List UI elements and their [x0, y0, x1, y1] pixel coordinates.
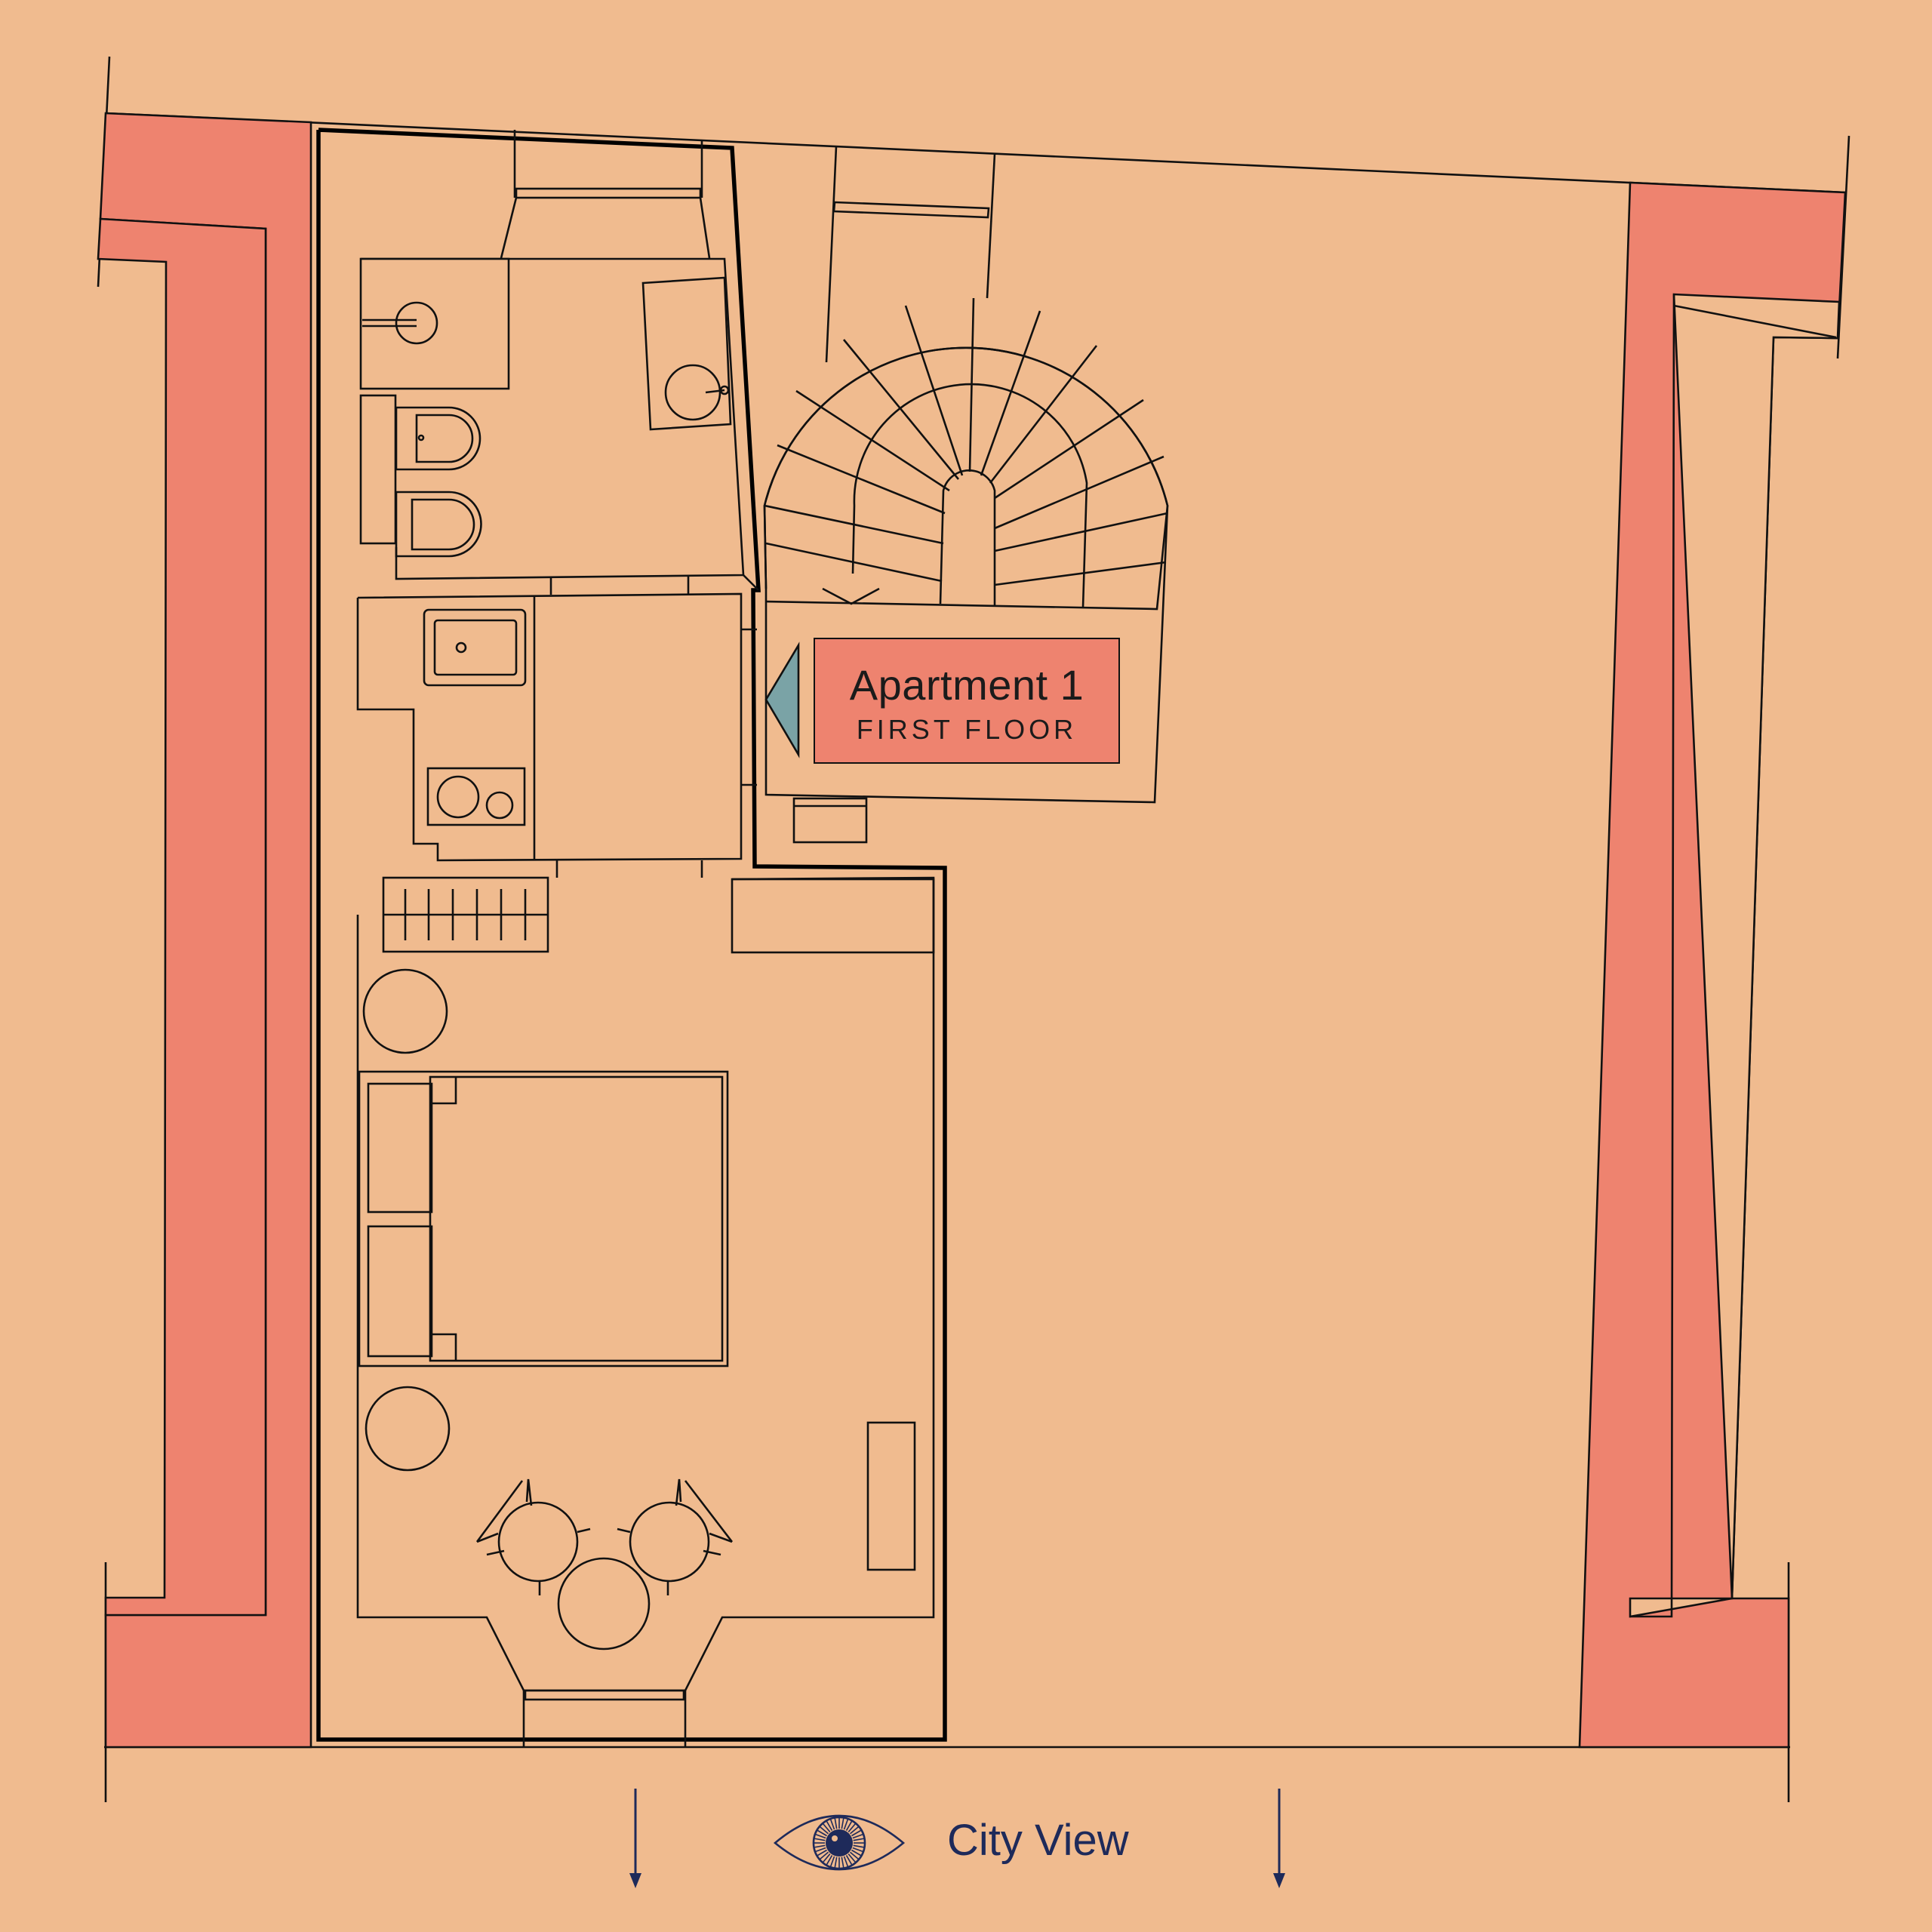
- iris-ray: [845, 1855, 853, 1865]
- nightstand-bottom: [365, 1386, 451, 1472]
- iris-ray: [814, 1844, 826, 1848]
- toilet: [395, 491, 482, 558]
- iris-ray: [841, 1857, 844, 1868]
- iris-ray: [826, 1855, 833, 1865]
- view-arrow-left: [629, 1789, 641, 1888]
- washbasin: [395, 301, 438, 345]
- iris-ray: [826, 1821, 833, 1831]
- iris-ray: [841, 1818, 844, 1829]
- iris-ray: [848, 1854, 856, 1863]
- stair-direction-arrow: [822, 587, 880, 605]
- iris-ray: [843, 1819, 849, 1830]
- iris-ray: [851, 1829, 861, 1837]
- iris-ray: [829, 1819, 835, 1830]
- spiral-staircase: [763, 297, 1169, 844]
- right-wall-notch: [1629, 293, 1841, 1618]
- bidet: [395, 406, 481, 471]
- pillow-bottom: [367, 1225, 433, 1358]
- city-view-label: City View: [947, 1816, 1129, 1865]
- iris-ray: [834, 1818, 838, 1829]
- iris-ray: [853, 1844, 864, 1848]
- pillow-top: [367, 1082, 433, 1214]
- toilet-tank: [359, 394, 397, 545]
- left-wall-inner: [97, 217, 267, 1617]
- bedroom: [356, 876, 935, 1692]
- apartment-title: Apartment 1: [849, 661, 1084, 709]
- chair-left: [475, 1478, 591, 1595]
- iris-ray: [852, 1847, 863, 1853]
- iris-ray: [817, 1829, 827, 1837]
- iris-ray: [834, 1857, 838, 1868]
- iris-ray: [852, 1833, 863, 1839]
- apartment-label: Apartment 1 FIRST FLOOR: [814, 638, 1120, 764]
- tv-console: [866, 1421, 916, 1571]
- iris-ray: [853, 1838, 864, 1841]
- view-arrow-right: [1273, 1789, 1285, 1888]
- iris-ray: [814, 1838, 826, 1841]
- apartment-boundary: [316, 128, 947, 1742]
- entrance-marker: [764, 641, 800, 758]
- kitchen: [356, 592, 757, 878]
- bathroom: [359, 257, 759, 595]
- view-indicators: [629, 1789, 1285, 1888]
- nightstand-top: [362, 968, 448, 1054]
- shower-basin: [664, 364, 721, 421]
- eye-icon: [773, 1814, 906, 1871]
- shower-sink-counter: [641, 276, 732, 431]
- bed-mattress: [429, 1075, 724, 1362]
- iris-ray: [815, 1833, 826, 1839]
- iris-ray: [848, 1823, 856, 1832]
- iris-ray: [817, 1849, 827, 1857]
- iris-ray: [850, 1851, 859, 1860]
- iris-ray: [850, 1826, 859, 1835]
- windows: [500, 130, 996, 1747]
- iris-ray: [823, 1854, 831, 1863]
- iris-ray: [815, 1847, 826, 1853]
- wardrobe: [731, 878, 935, 954]
- sink: [423, 608, 527, 687]
- iris-ray: [845, 1821, 853, 1831]
- washbasin-counter: [359, 257, 510, 390]
- bed-frame: [358, 1070, 729, 1367]
- exterior-walls: [97, 112, 1847, 1749]
- stair-landing-step: [792, 797, 868, 844]
- chair-right: [617, 1478, 734, 1595]
- cooktop: [426, 767, 526, 826]
- iris-ray: [823, 1823, 831, 1832]
- iris-ray: [851, 1849, 861, 1857]
- iris-ray: [843, 1856, 849, 1867]
- dining-table: [557, 1557, 651, 1651]
- iris-ray: [820, 1826, 829, 1835]
- iris-ray: [829, 1856, 835, 1867]
- apartment-floor: FIRST FLOOR: [856, 714, 1078, 745]
- iris-ray: [820, 1851, 829, 1860]
